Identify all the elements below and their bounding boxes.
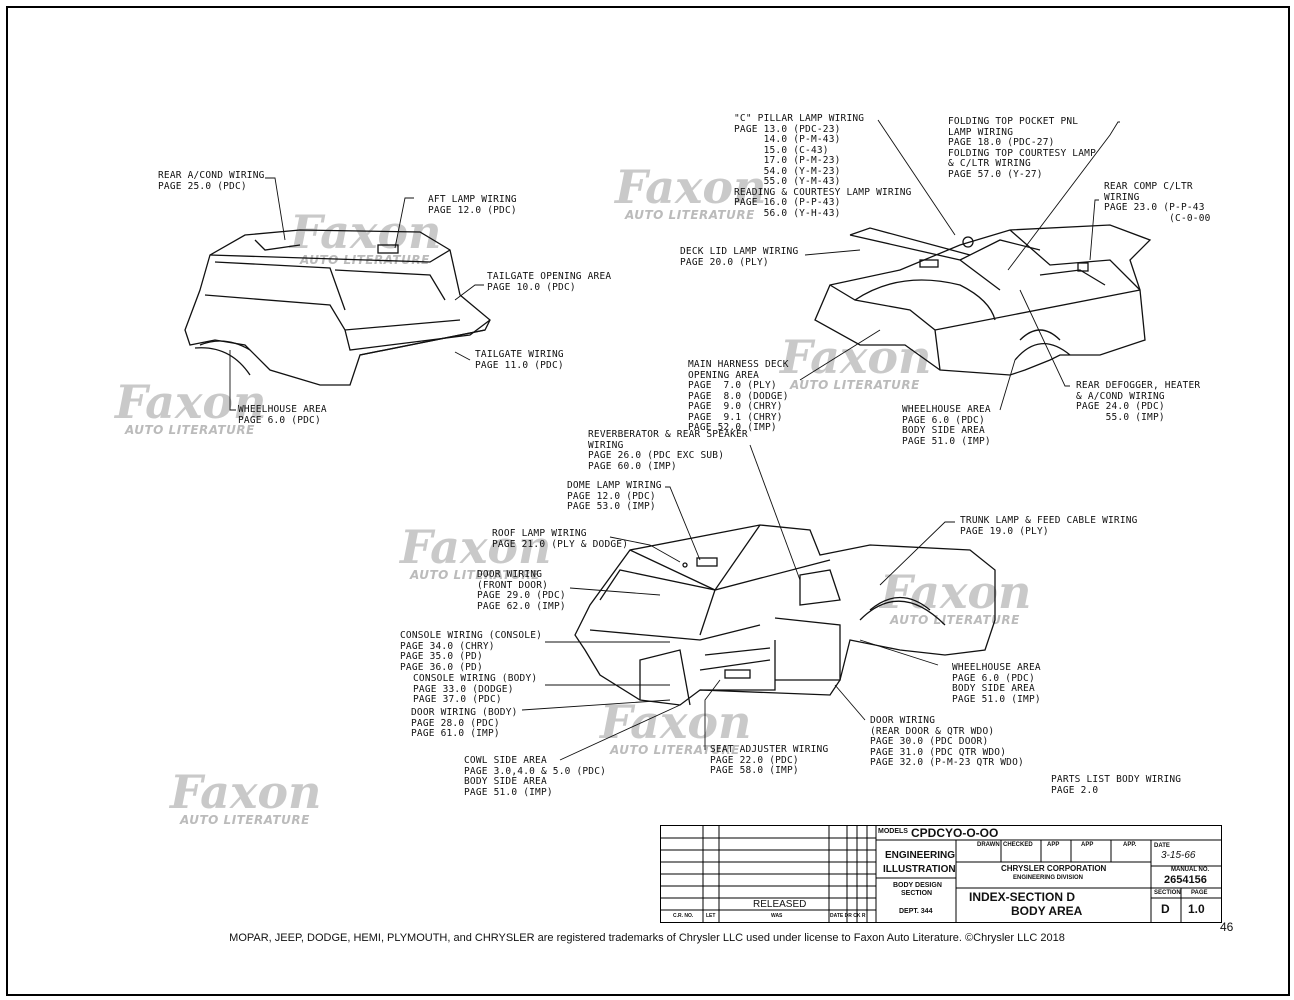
page-value: 1.0 (1188, 902, 1205, 916)
label-tailgate-opening-area: TAILGATE OPENING AREA PAGE 10.0 (PDC) (487, 271, 612, 293)
sedan-body-drawing (574, 524, 996, 706)
label-wheelhouse-wagon: WHEELHOUSE AREA PAGE 6.0 (PDC) (238, 404, 327, 426)
app-label-3: APP. (1123, 842, 1137, 848)
label-aft-lamp-wiring: AFT LAMP WIRING PAGE 12.0 (PDC) (428, 194, 517, 216)
label-door-rear: DOOR WIRING (REAR DOOR & QTR WDO) PAGE 3… (870, 715, 1024, 768)
section-label: SECTION (1154, 890, 1181, 896)
label-folding-top: FOLDING TOP POCKET PNL LAMP WIRING PAGE … (948, 116, 1096, 180)
date-dr-ck-r-label: DATE DR CK R (830, 913, 866, 919)
section-value: D (1161, 902, 1170, 916)
label-wheelhouse-convertible: WHEELHOUSE AREA PAGE 6.0 (PDC) BODY SIDE… (902, 404, 991, 447)
label-parts-list: PARTS LIST BODY WIRING PAGE 2.0 (1051, 774, 1182, 796)
models-label: MODELS (878, 828, 908, 835)
models-value: CPDCYO-O-OO (911, 826, 999, 840)
app-label-2: APP (1081, 842, 1094, 848)
label-rear-acond-wiring: REAR A/COND WIRING PAGE 25.0 (PDC) (158, 170, 265, 192)
leader-lines (229, 119, 1120, 761)
wagon-body-drawing (184, 229, 491, 386)
label-rear-defogger: REAR DEFOGGER, HEATER & A/COND WIRING PA… (1076, 380, 1201, 423)
label-main-harness: MAIN HARNESS DECK OPENING AREA PAGE 7.0 … (688, 359, 789, 433)
convertible-body-drawing (814, 224, 1152, 376)
manual-label: MANUAL NO. (1171, 867, 1210, 873)
page-label: PAGE (1191, 890, 1208, 896)
section-label-left: SECTION (901, 890, 933, 897)
app-label-1: APP (1047, 842, 1060, 848)
dept-label: DEPT. 344 (899, 908, 933, 915)
title-block: MODELS CPDCYO-O-OO ENGINEERING ILLUSTRAT… (660, 825, 1222, 923)
label-door-front: DOOR WIRING (FRONT DOOR) PAGE 29.0 (PDC)… (477, 569, 566, 612)
label-roof-lamp-wiring: ROOF LAMP WIRING PAGE 21.0 (PLY & DODGE) (492, 528, 629, 550)
body-design-label: BODY DESIGN (893, 882, 942, 889)
label-reverberator: REVERBERATOR & REAR SPEAKER WIRING PAGE … (588, 429, 748, 472)
released-label: RELEASED (753, 899, 807, 910)
checked-label: CHECKED (1003, 842, 1033, 848)
label-rear-comp-wiring: REAR COMP C/LTR WIRING PAGE 23.0 (P-P-43… (1104, 181, 1211, 224)
label-dome-lamp-wiring: DOME LAMP WIRING PAGE 12.0 (PDC) PAGE 53… (567, 480, 662, 512)
page-number: 46 (1220, 920, 1234, 934)
label-deck-lid-lamp-wiring: DECK LID LAMP WIRING PAGE 20.0 (PLY) (680, 246, 799, 268)
label-c-pillar-lamp-wiring: "C" PILLAR LAMP WIRING PAGE 13.0 (PDC-23… (734, 113, 912, 219)
title-block-grid (661, 826, 1221, 922)
engineering-label: ENGINEERING (885, 850, 956, 861)
cr-no-label: C.R. NO. (673, 913, 694, 919)
corporation-label: CHRYSLER CORPORATION (1001, 864, 1107, 873)
illustration-label: ILLUSTRATION (883, 864, 956, 875)
date-label: DATE (1154, 843, 1170, 849)
label-wheelhouse-sedan: WHEELHOUSE AREA PAGE 6.0 (PDC) BODY SIDE… (952, 662, 1041, 705)
label-console-body: CONSOLE WIRING (BODY) PAGE 33.0 (DODGE) … (413, 673, 538, 705)
was-label: WAS (771, 913, 783, 919)
drawing-title-1: INDEX-SECTION D (969, 890, 1076, 904)
label-seat-adjuster: SEAT ADJUSTER WIRING PAGE 22.0 (PDC) PAG… (710, 744, 829, 776)
let-label: LET (706, 913, 716, 919)
page-border (6, 6, 1290, 996)
drawing-title-2: BODY AREA (1011, 904, 1083, 918)
manual-value: 2654156 (1164, 874, 1207, 886)
date-value: 3-15-66 (1161, 850, 1196, 861)
division-label: ENGINEERING DIVISION (1013, 875, 1084, 881)
label-console-console: CONSOLE WIRING (CONSOLE) PAGE 34.0 (CHRY… (400, 630, 543, 673)
drawn-label: DRAWN (977, 842, 1000, 848)
label-trunk-lamp: TRUNK LAMP & FEED CABLE WIRING PAGE 19.0… (960, 515, 1138, 537)
label-door-body: DOOR WIRING (BODY) PAGE 28.0 (PDC) PAGE … (411, 707, 518, 739)
trademark-footer: MOPAR, JEEP, DODGE, HEMI, PLYMOUTH, and … (229, 932, 1065, 944)
label-cowl-side: COWL SIDE AREA PAGE 3.0,4.0 & 5.0 (PDC) … (464, 755, 607, 798)
label-tailgate-wiring: TAILGATE WIRING PAGE 11.0 (PDC) (475, 349, 564, 371)
